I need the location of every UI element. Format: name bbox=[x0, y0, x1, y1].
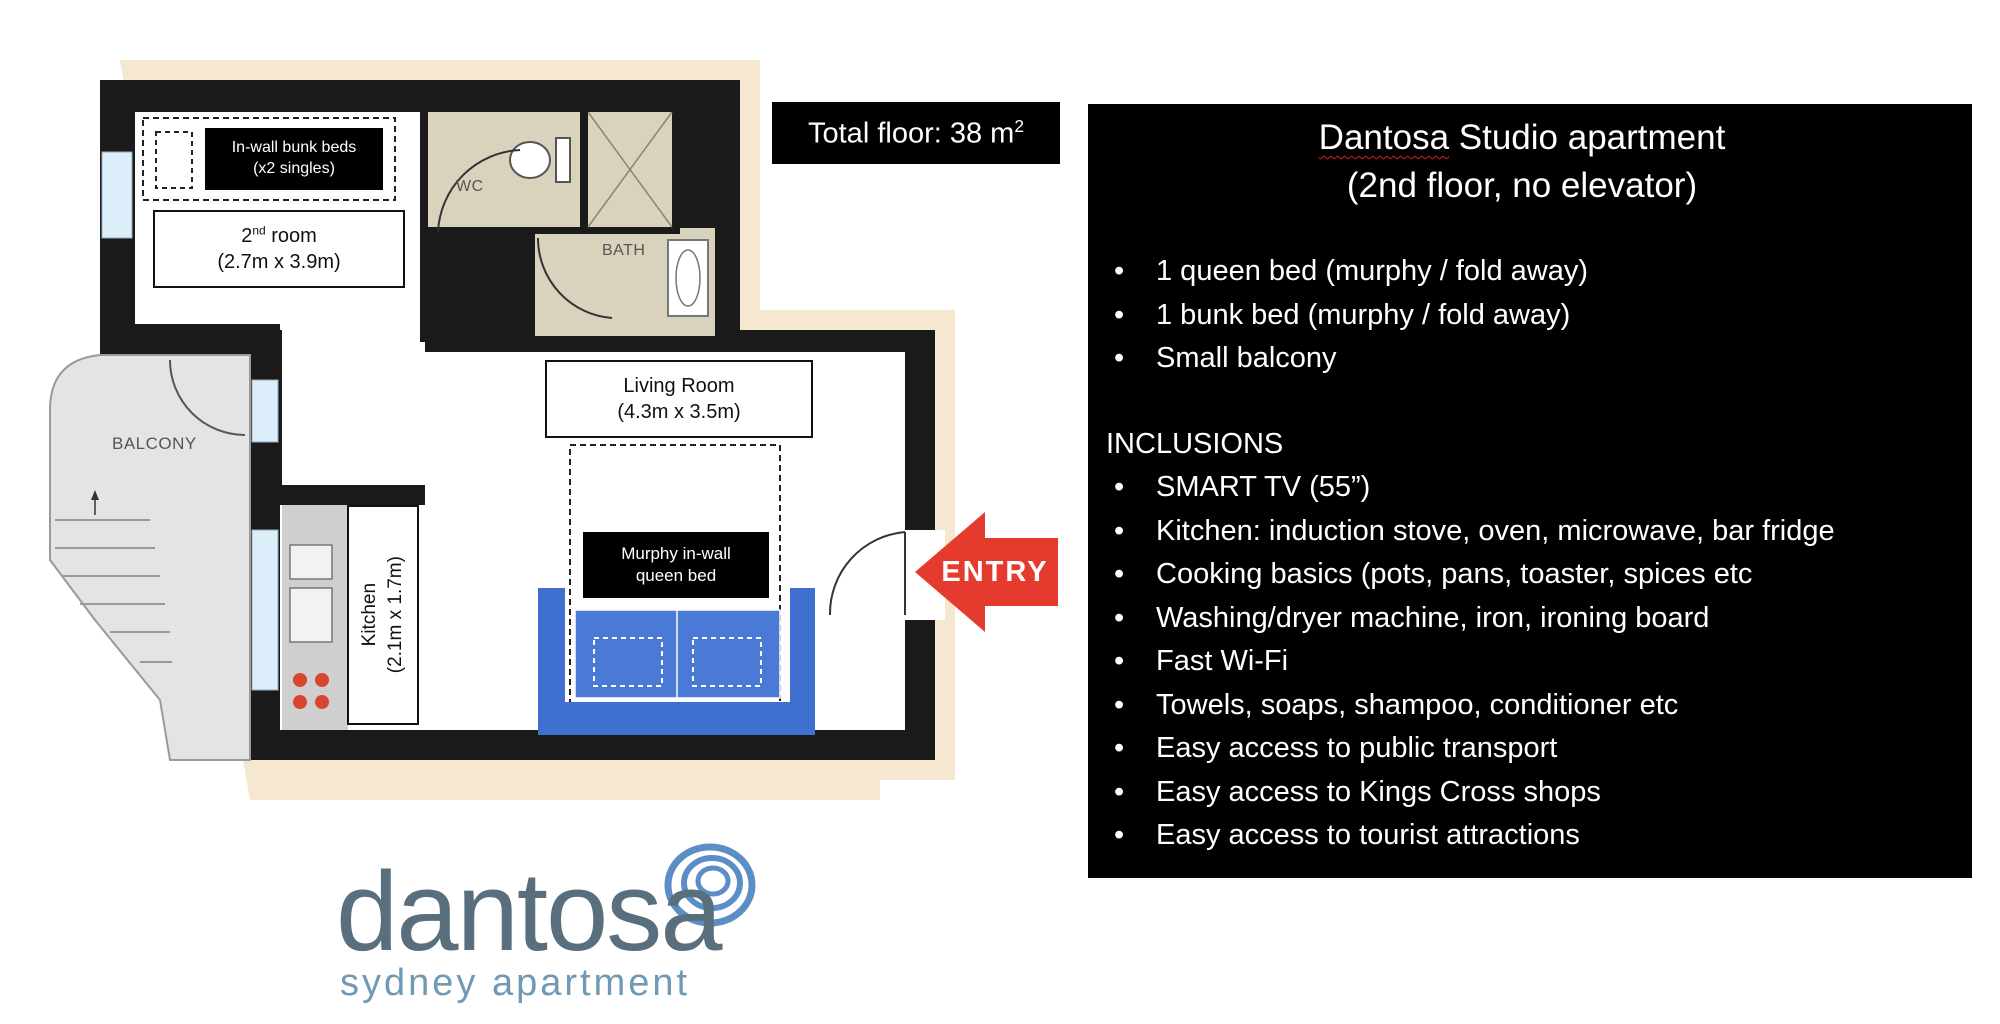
total-floor-text: Total floor: 38 m2 bbox=[808, 115, 1024, 150]
wc-door-arc bbox=[437, 149, 521, 233]
kitchen-label-dims: (2.1m x 1.7m) bbox=[385, 556, 407, 674]
feature-item: Small balcony bbox=[1106, 337, 1938, 381]
inclusion-item: Easy access to Kings Cross shops bbox=[1106, 771, 1938, 815]
hallway bbox=[280, 300, 425, 485]
panel-subtitle: (2nd floor, no elevator) bbox=[1346, 166, 1698, 205]
kitchen-wall bbox=[280, 485, 425, 505]
panel-title-rest: Studio apartment bbox=[1449, 118, 1726, 157]
window-balcony bbox=[251, 379, 279, 443]
murphy-bed-label-line1: Murphy in-wall bbox=[621, 543, 731, 563]
inclusion-item: Washing/dryer machine, iron, ironing boa… bbox=[1106, 597, 1938, 641]
inclusion-item: Kitchen: induction stove, oven, microwav… bbox=[1106, 510, 1938, 554]
dishwasher-icon bbox=[289, 587, 333, 643]
features-list: 1 queen bed (murphy / fold away) 1 bunk … bbox=[1106, 250, 1938, 381]
sink-icon bbox=[289, 544, 333, 580]
bath-label: BATH bbox=[602, 242, 646, 259]
inclusion-item: Easy access to public transport bbox=[1106, 727, 1938, 771]
entry-label: ENTRY bbox=[941, 556, 1049, 588]
logo-tagline: sydney apartment bbox=[340, 962, 691, 1004]
murphy-bed-label: Murphy in-wall queen bed bbox=[583, 532, 769, 598]
logo-brand: dantosa bbox=[336, 849, 723, 974]
balcony-label: BALCONY bbox=[112, 434, 197, 453]
living-room-label-dims: (4.3m x 3.5m) bbox=[617, 401, 741, 423]
inclusion-item: Towels, soaps, shampoo, conditioner etc bbox=[1106, 684, 1938, 728]
wall-wc-bath bbox=[520, 228, 680, 234]
wall-bath-left bbox=[520, 228, 530, 338]
bunk-bed-label-line2: (x2 singles) bbox=[253, 160, 335, 177]
kitchen-label-title: Kitchen bbox=[359, 583, 381, 647]
info-panel: Dantosa Studio apartment (2nd floor, no … bbox=[1088, 104, 1972, 878]
inclusions-list: SMART TV (55”) Kitchen: induction stove,… bbox=[1106, 466, 1938, 858]
inclusion-item: SMART TV (55”) bbox=[1106, 466, 1938, 510]
room2-label-dims: (2.7m x 3.9m) bbox=[217, 251, 341, 273]
room2-label: 2nd room (2.7m x 3.9m) bbox=[153, 210, 405, 288]
room2-label-title: 2nd room bbox=[241, 223, 317, 247]
living-room-label-title: Living Room bbox=[623, 375, 735, 397]
stove-burner-2 bbox=[315, 673, 329, 687]
bunk-bed-label-line1: In-wall bunk beds bbox=[231, 139, 357, 157]
bunk-bed-pillow bbox=[155, 131, 193, 189]
total-floor-badge: Total floor: 38 m2 bbox=[772, 102, 1060, 164]
logo-rings-icon bbox=[664, 843, 756, 927]
wall-wc-left bbox=[420, 112, 428, 342]
stair-arrow-icon bbox=[91, 490, 99, 500]
inclusions-heading: INCLUSIONS bbox=[1106, 427, 1284, 460]
kitchen-label-rot: Kitchen (2.1m x 1.7m) bbox=[357, 556, 408, 673]
murphy-pillow-right bbox=[692, 637, 762, 687]
entry-arrow-icon bbox=[915, 512, 1058, 632]
wc-tiles bbox=[428, 112, 580, 227]
balcony bbox=[49, 354, 251, 761]
balcony-door-arc bbox=[169, 359, 246, 436]
panel-title-brand: Dantosa bbox=[1318, 118, 1450, 157]
feature-item: 1 bunk bed (murphy / fold away) bbox=[1106, 294, 1938, 338]
window-room2 bbox=[101, 151, 133, 239]
stove-burner-1 bbox=[293, 673, 307, 687]
toilet-tank-icon bbox=[555, 137, 571, 183]
toilet-icon bbox=[509, 141, 551, 179]
inclusion-item: Fast Wi-Fi bbox=[1106, 640, 1938, 684]
inclusion-item: Easy access to tourist attractions bbox=[1106, 814, 1938, 858]
entry-door-arc bbox=[828, 531, 906, 616]
window-kitchen bbox=[251, 529, 279, 691]
feature-item: 1 queen bed (murphy / fold away) bbox=[1106, 250, 1938, 294]
murphy-pillow-left bbox=[593, 637, 663, 687]
murphy-bed-label-line2: queen bed bbox=[635, 566, 717, 585]
stove-burner-4 bbox=[315, 695, 329, 709]
murphy-bed-frame bbox=[538, 588, 815, 735]
panel-title: Dantosa Studio apartment bbox=[1106, 114, 1938, 162]
bath-door-arc bbox=[536, 237, 613, 319]
inclusion-item: Cooking basics (pots, pans, toaster, spi… bbox=[1106, 553, 1938, 597]
basin-bowl-icon bbox=[675, 249, 701, 307]
living-room-label: Living Room (4.3m x 3.5m) bbox=[545, 360, 813, 438]
bunk-bed-outline bbox=[142, 117, 396, 201]
wc-label: WC bbox=[456, 178, 484, 195]
shower-cross-b bbox=[587, 111, 673, 228]
stove-burner-3 bbox=[293, 695, 307, 709]
kitchen-label: Kitchen (2.1m x 1.7m) bbox=[347, 505, 419, 725]
bunk-bed-label: In-wall bunk beds (x2 singles) bbox=[205, 128, 383, 190]
